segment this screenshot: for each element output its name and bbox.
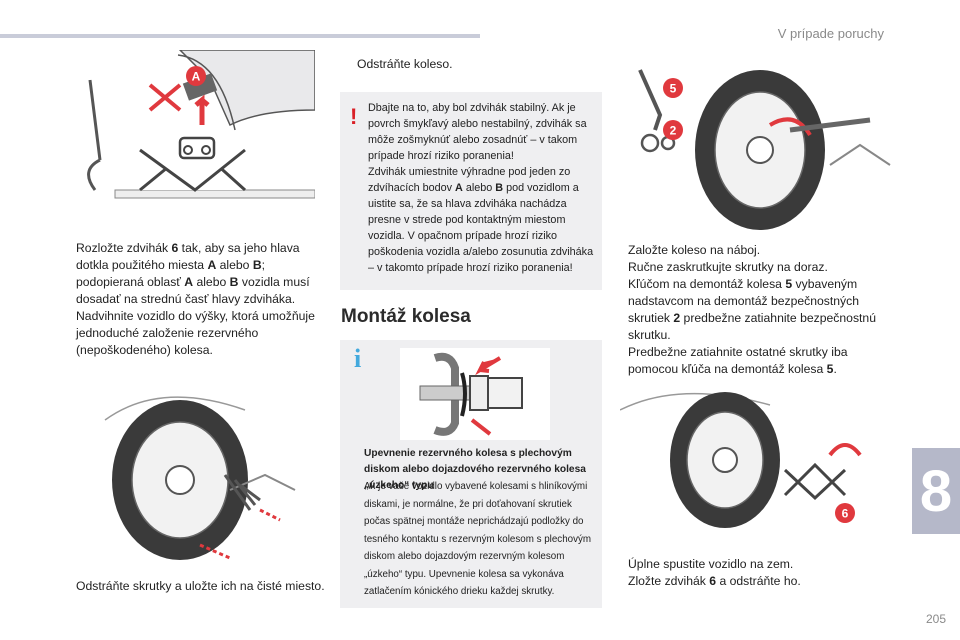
section-heading: Montáž kolesa [341,306,471,327]
right-steps-1: Založte koleso na náboj. Ručne zaskrutku… [612,242,897,378]
warning-icon: ! [350,104,358,129]
left-steps-1: Rozložte zdvihák 6 tak, aby sa jeho hlav… [60,240,326,359]
list-item: Založte koleso na náboj. [628,243,761,257]
warning-box: ! Dbajte na to, aby bol zdvihák stabilný… [340,92,602,290]
callout-6-label: 6 [842,507,849,521]
callout-5-badge [663,78,683,98]
warning-text: Dbajte na to, aby bol zdvihák stabilný. … [368,102,594,274]
list-item: Odstráňte skrutky a uložte ich na čisté … [76,579,325,593]
list-item: Zložte zdvihák 6 a odstráňte ho. [628,574,801,588]
header-rule [0,34,480,38]
wheel-bolts-illustration [104,396,296,560]
callout-5-label: 5 [670,82,677,96]
page-number: 205 [925,612,946,626]
info-title: Upevnenie rezervného kolesa s plechovým … [364,448,586,491]
list-item: Úplne spustite vozidlo na zem. [628,557,794,571]
callout-a-label: A [192,70,201,84]
chapter-tab: 8 [912,448,960,534]
jack-illustration: A [87,50,315,199]
info-icon: i [354,344,362,373]
list-item: Nadvihnite vozidlo do výšky, ktorá umožň… [76,309,315,357]
callout-a-badge [186,66,206,86]
list-item: Ručne zaskrutkujte skrutky na doraz. [628,260,828,274]
list-item: Odstráňte koleso. [357,57,453,71]
callout-2-label: 2 [670,124,677,138]
list-item: Kľúčom na demontáž kolesa 5 vybaveným na… [628,277,876,342]
info-box: i Upevnenie rezervného kolesa s plechový… [340,340,602,608]
callout-2-badge [663,120,683,140]
list-item: Rozložte zdvihák 6 tak, aby sa jeho hlav… [76,241,310,306]
remove-wheel-step: Odstráňte koleso. [341,56,603,73]
wheel-wrench-illustration: 5 2 [638,69,891,230]
info-text: Ak je vaše vozidlo vybavené kolesami s h… [364,481,592,597]
chapter-title: V prípade poruchy [777,26,884,41]
callout-6-badge [835,503,855,523]
bolt-washer-illustration [400,348,550,440]
right-steps-2: Úplne spustite vozidlo na zem. Zložte zd… [612,556,897,590]
left-step-2: Odstráňte skrutky a uložte ich na čisté … [60,578,326,595]
list-item: Predbežne zatiahnite ostatné skrutky iba… [628,345,848,376]
lowering-jack-illustration: 6 [620,392,862,528]
